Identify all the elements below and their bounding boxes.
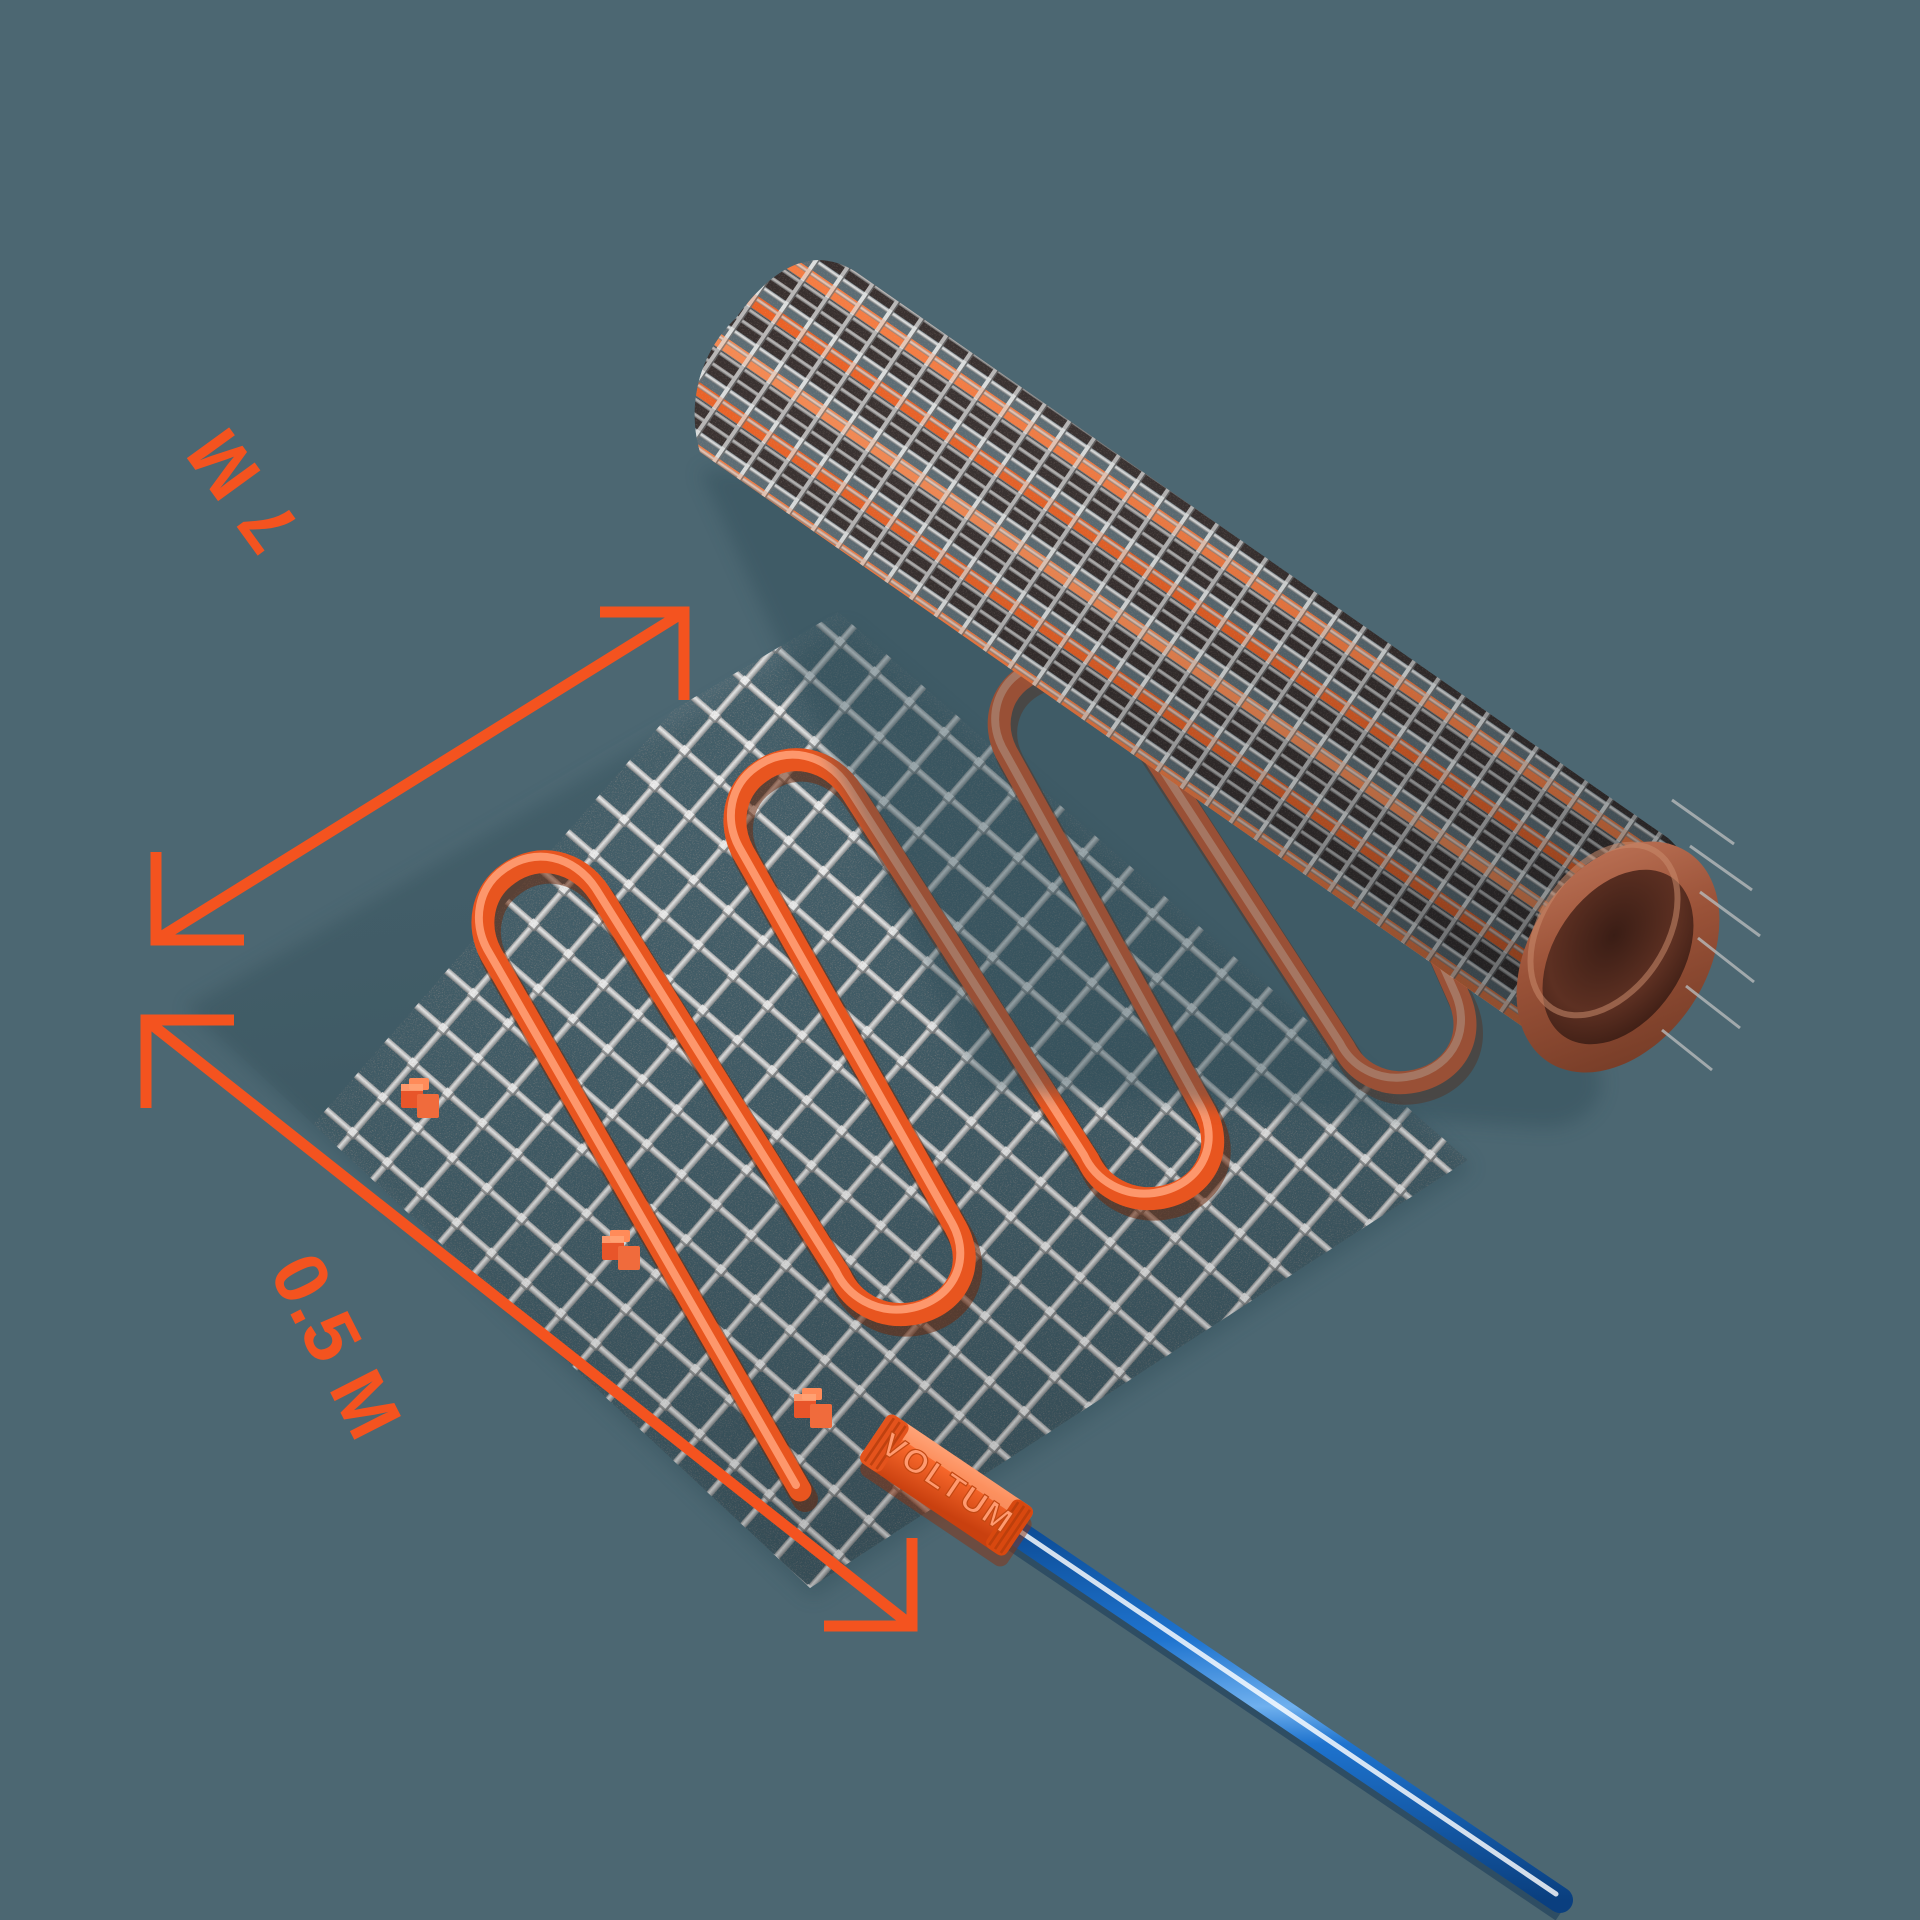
core-inner-highlight bbox=[1527, 841, 1681, 1019]
roll-core bbox=[1516, 841, 1720, 1073]
cold-lead-highlight bbox=[1003, 1519, 1559, 1897]
length-arrow-shaft bbox=[153, 607, 687, 945]
dimension-arrow-length bbox=[150, 606, 690, 946]
roll-shadow bbox=[700, 470, 1602, 1128]
connector-grip-ribs bbox=[863, 1417, 1031, 1554]
flat-mesh-mat bbox=[182, 612, 1483, 1598]
cold-lead-body bbox=[997, 1515, 1573, 1913]
length-arrowhead-end bbox=[600, 606, 690, 700]
roll-cylindrical-shading bbox=[694, 260, 1705, 1046]
length-arrowhead-start bbox=[150, 852, 244, 946]
cable-clip bbox=[401, 1078, 439, 1118]
cable-clip bbox=[602, 1230, 640, 1270]
connector-body bbox=[860, 1415, 1033, 1555]
mat-depth-shading bbox=[182, 612, 1468, 1588]
width-arrowhead-start bbox=[140, 1014, 234, 1108]
dimension-annotations bbox=[140, 606, 918, 1632]
width-arrowhead-end bbox=[824, 1538, 918, 1632]
cold-lead-cable bbox=[997, 1515, 1573, 1920]
width-arrow-shaft bbox=[142, 1015, 916, 1631]
dimension-arrow-width bbox=[140, 1014, 918, 1632]
core-bore bbox=[1542, 869, 1694, 1045]
roll-mesh-fringe bbox=[1661, 798, 1761, 1072]
connector-top-highlight bbox=[883, 1414, 1033, 1521]
cable-clip bbox=[794, 1388, 832, 1428]
cable-clips bbox=[401, 1078, 832, 1428]
